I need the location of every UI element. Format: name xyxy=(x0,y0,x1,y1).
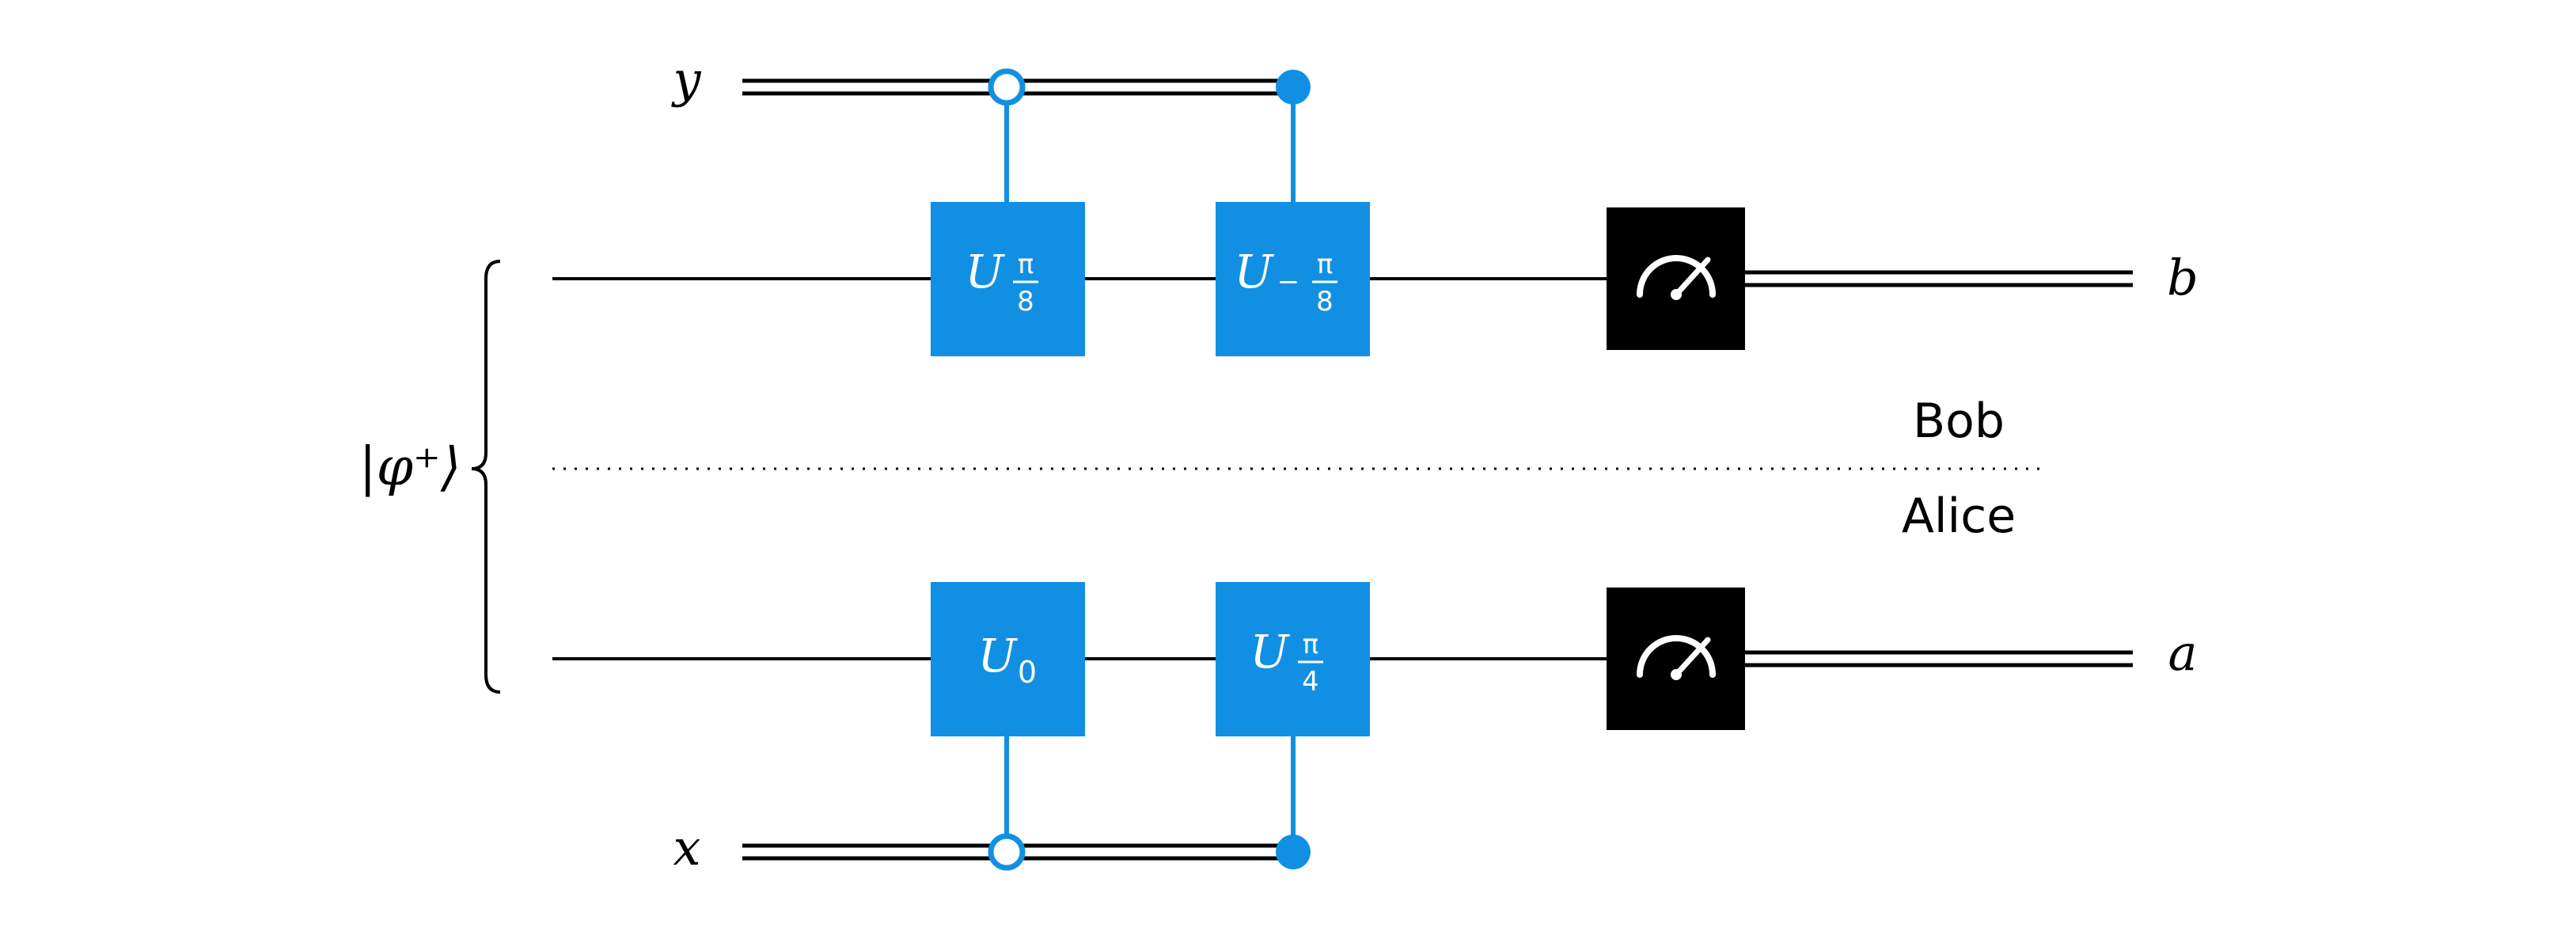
meter-icon xyxy=(1607,207,1745,350)
svg-text:U: U xyxy=(1235,245,1275,299)
classical-output-b xyxy=(1745,270,2133,287)
svg-text:0: 0 xyxy=(1018,655,1037,690)
left-brace xyxy=(471,260,501,694)
classical-output-a xyxy=(1745,650,2133,667)
svg-text:−: − xyxy=(1277,266,1300,298)
control-dot-filled-y xyxy=(1276,70,1311,105)
label-bob: Bob xyxy=(1913,394,2005,449)
gate-alice-2: U π 4 xyxy=(1216,582,1370,736)
label-b: b xyxy=(2167,249,2199,306)
svg-text:4: 4 xyxy=(1302,666,1319,698)
svg-text:π: π xyxy=(1303,629,1318,660)
control-dot-filled-x xyxy=(1276,835,1311,869)
state-label: |φ⁺⟩ xyxy=(359,436,461,497)
svg-text:π: π xyxy=(1018,249,1034,280)
label-x: x xyxy=(673,819,701,877)
gate-alice-1: U 0 xyxy=(931,582,1085,736)
control-dot-open-x xyxy=(988,833,1026,871)
label-y: y xyxy=(670,51,701,108)
svg-text:8: 8 xyxy=(1017,286,1034,318)
control-dot-open-y xyxy=(988,68,1026,106)
gate-bob-2: U − π 8 xyxy=(1216,202,1370,356)
svg-text:U: U xyxy=(966,245,1006,299)
svg-text:8: 8 xyxy=(1316,286,1334,318)
svg-text:U: U xyxy=(978,629,1019,683)
svg-text:π: π xyxy=(1317,249,1333,280)
svg-text:U: U xyxy=(1250,625,1291,679)
gate-bob-1: U π 8 xyxy=(931,202,1085,356)
label-alice: Alice xyxy=(1902,489,2016,544)
label-a: a xyxy=(2168,624,2198,682)
meter-icon xyxy=(1607,588,1745,730)
